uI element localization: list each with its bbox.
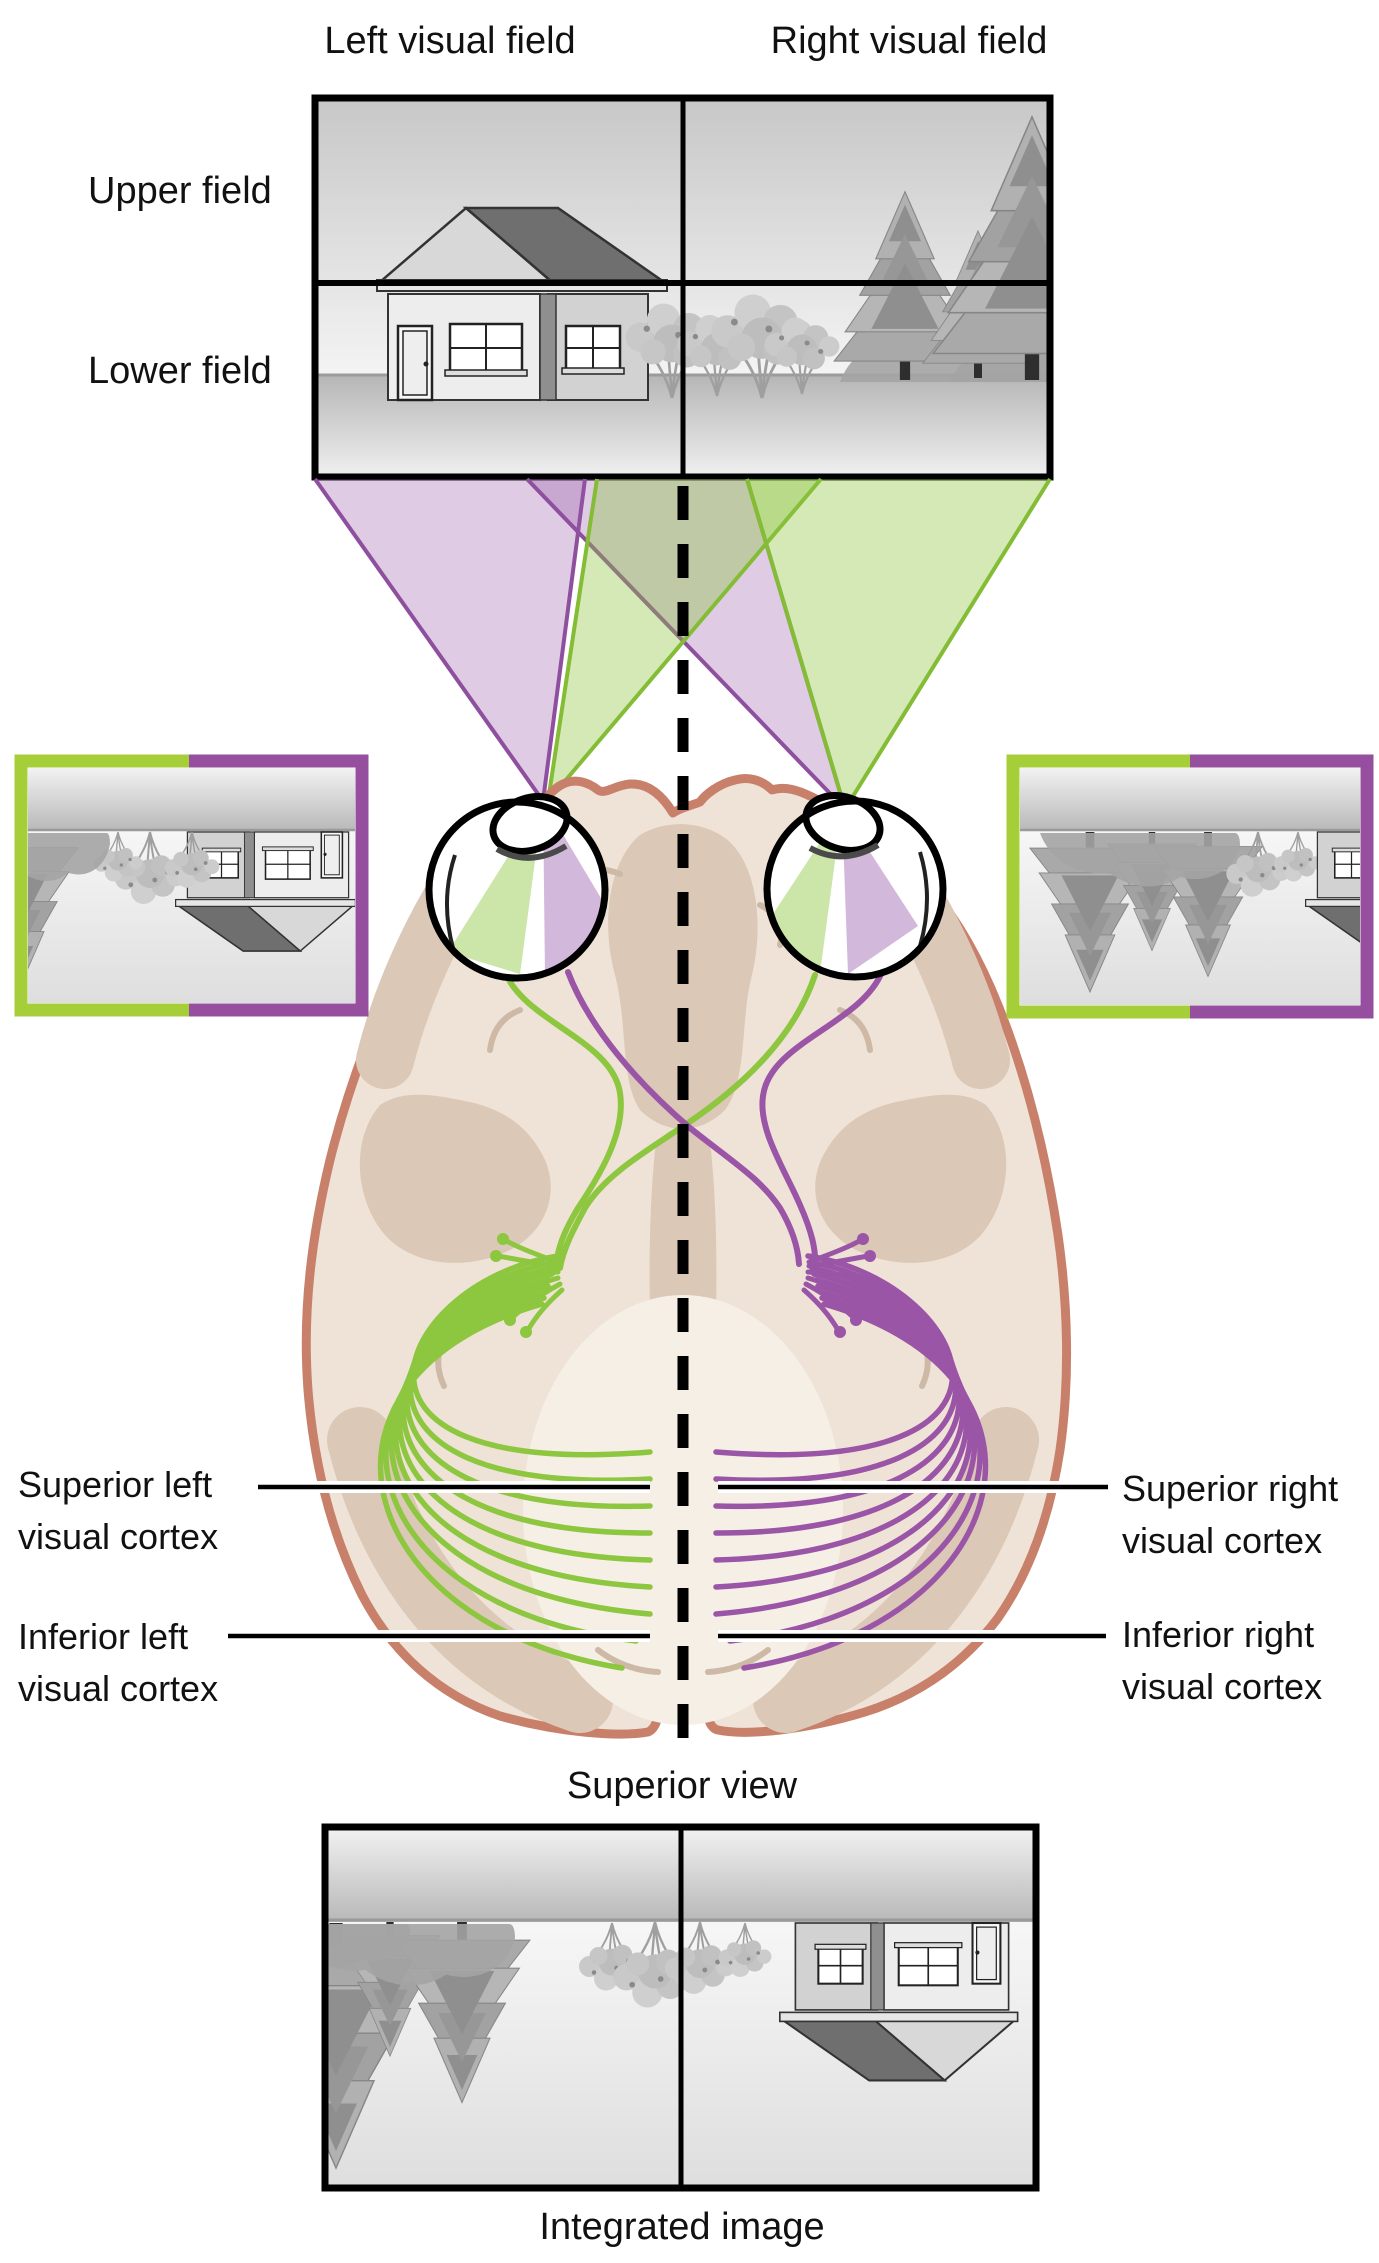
integrated-image-panel bbox=[321, 1823, 1040, 2192]
left-retina-inset bbox=[14, 754, 369, 1017]
left-inset-frame bbox=[14, 754, 369, 1017]
lower-field-label: Lower field bbox=[88, 350, 272, 393]
superior-right-cortex-label-line1: Superior right bbox=[1122, 1468, 1339, 1510]
label-leader-lines bbox=[228, 1481, 1108, 1642]
left-lens bbox=[495, 843, 568, 861]
left-eye-purple-cone bbox=[313, 477, 587, 807]
superior-right-cortex-label-line2: visual cortex bbox=[1122, 1520, 1323, 1562]
integrated-frame bbox=[321, 1823, 1040, 2192]
inferior-left-cortex-label-line2: visual cortex bbox=[18, 1668, 219, 1710]
superior-left-cortex-label-line1: Superior left bbox=[18, 1464, 213, 1506]
right-eye bbox=[763, 792, 947, 981]
integrated-image-caption: Integrated image bbox=[539, 2206, 825, 2249]
occipital-light-area bbox=[523, 1295, 843, 1725]
inferior-left-cortex-label-line1: Inferior left bbox=[18, 1616, 189, 1658]
right-lens bbox=[808, 842, 880, 860]
optic-pathways bbox=[377, 969, 989, 1671]
right-visual-field-label: Right visual field bbox=[770, 20, 1048, 63]
visual-field-scene bbox=[311, 94, 1054, 481]
left-visual-field-label: Left visual field bbox=[324, 20, 576, 63]
light-cones bbox=[313, 477, 1052, 814]
inferior-right-cortex-label-line2: visual cortex bbox=[1122, 1666, 1323, 1708]
scene-frame bbox=[311, 94, 1054, 481]
upper-field-label: Upper field bbox=[88, 170, 272, 213]
superior-left-cortex-label-line2: visual cortex bbox=[18, 1516, 219, 1558]
purple-radiation-fibers bbox=[713, 1253, 989, 1671]
inferior-right-cortex-label-line1: Inferior right bbox=[1122, 1614, 1315, 1656]
superior-view-caption: Superior view bbox=[566, 1765, 798, 1808]
right-inset-frame bbox=[1006, 754, 1374, 1019]
right-retina-inset bbox=[1006, 754, 1374, 1019]
